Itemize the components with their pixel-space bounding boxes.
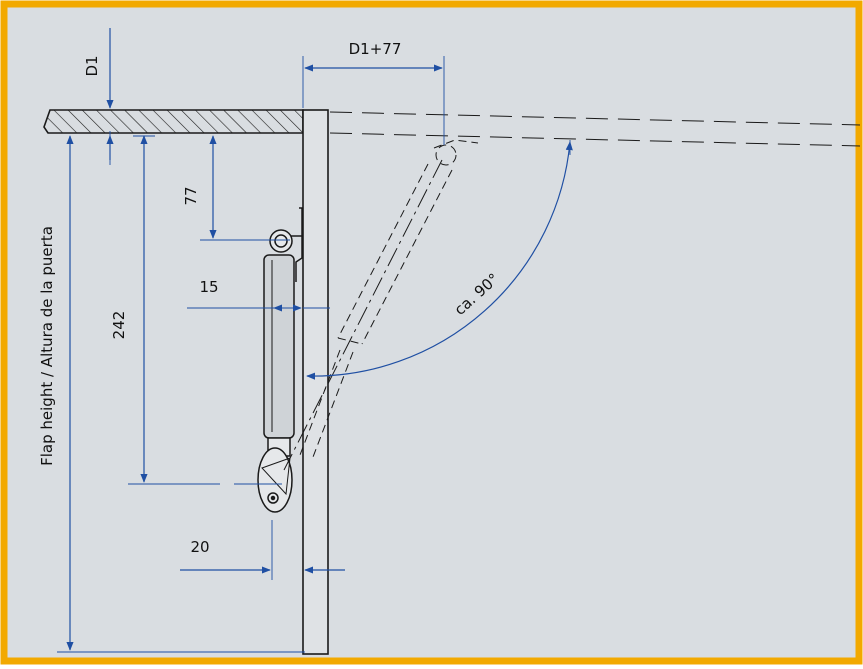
dimension-label-242: 242 [110, 311, 128, 340]
dimension-label-d1: D1 [83, 55, 101, 76]
flap-height-label: Flap height / Altura de la puerta [38, 226, 56, 466]
dimension-label-77: 77 [182, 186, 200, 205]
gas-stay-closed [257, 229, 295, 513]
dimension-label-15: 15 [199, 278, 218, 296]
dimension-label-20: 20 [190, 538, 209, 556]
flap-closed [302, 109, 329, 655]
flap-open-dashed [329, 111, 861, 147]
dimension-label-d1-plus-77: D1+77 [349, 40, 402, 58]
dimension-lines [57, 28, 573, 653]
cabinet-top-board [43, 109, 304, 134]
